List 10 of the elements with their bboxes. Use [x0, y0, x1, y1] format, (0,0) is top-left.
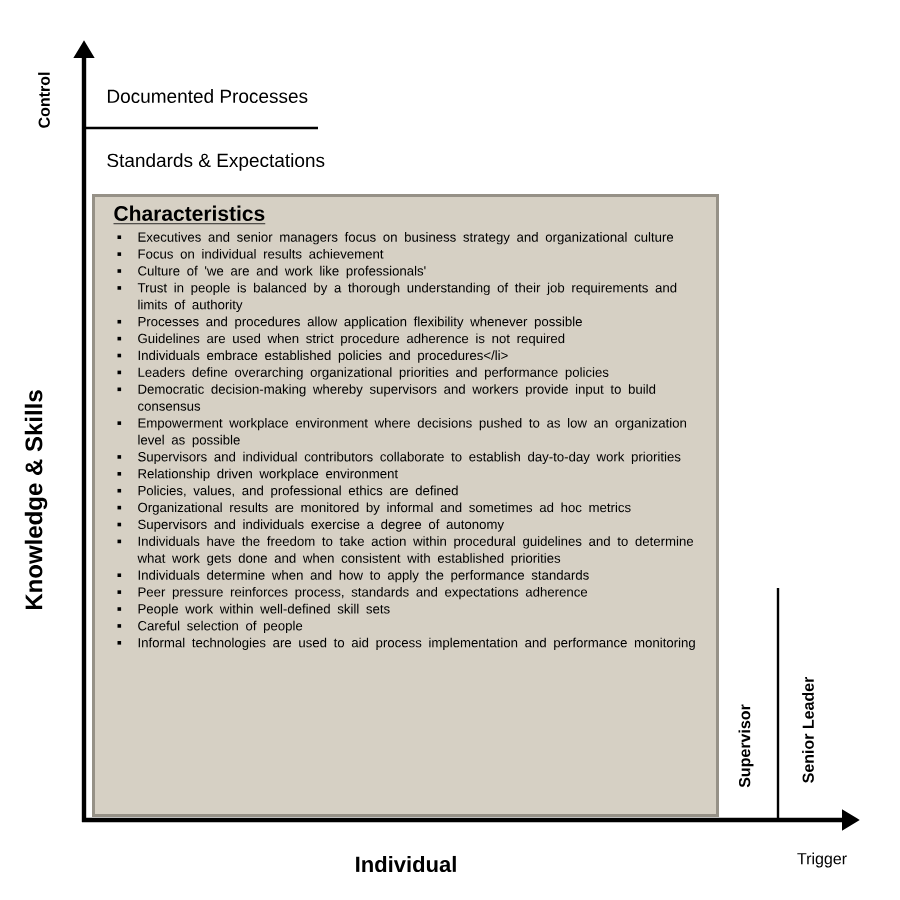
level-label: Standards & Expectations [107, 153, 325, 171]
axis-label: Control [38, 72, 50, 128]
level-label: Supervisor [738, 704, 754, 788]
characteristics-box [92, 194, 719, 817]
axis-label: Individual [356, 855, 456, 873]
heading: Characteristics [113, 205, 266, 225]
axis-label: Trigger [797, 852, 847, 868]
level-label: Documented Processes [107, 89, 308, 103]
level-label: Senior Leader [802, 676, 814, 783]
axis-label: Knowledge & Skills [24, 390, 48, 610]
